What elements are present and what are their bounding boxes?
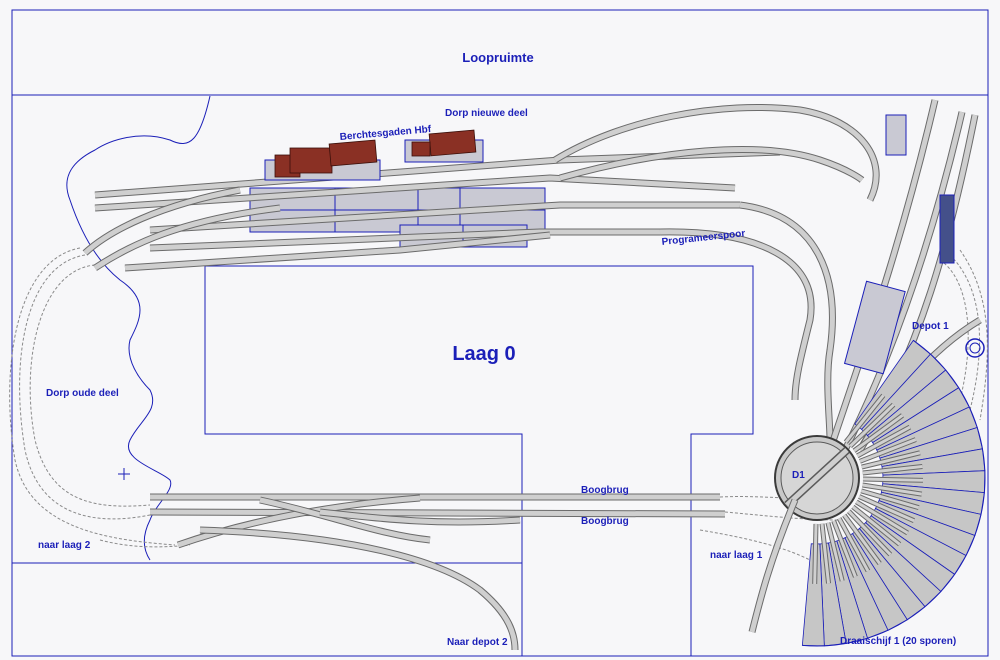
turntable-stall-track-bed bbox=[849, 403, 895, 448]
cross-marker-icon bbox=[118, 468, 130, 480]
label-naar-depot2: Naar depot 2 bbox=[447, 637, 508, 648]
turntable-stall-track-bed bbox=[837, 517, 870, 572]
label-dorp-nieuw: Dorp nieuwe deel bbox=[445, 108, 528, 119]
label-laag0: Laag 0 bbox=[452, 343, 515, 365]
turntable-stall-track-bed bbox=[862, 483, 922, 496]
label-naar-laag1: naar laag 1 bbox=[710, 550, 763, 561]
depot1-shed bbox=[939, 194, 955, 264]
room-walls bbox=[11, 9, 989, 657]
turntable-fan-outline bbox=[802, 339, 986, 647]
depot1-building bbox=[885, 114, 907, 156]
turntable-fan bbox=[801, 339, 986, 647]
turntable-stall-track-bed bbox=[858, 495, 915, 523]
turntable-stall-track-bed bbox=[855, 500, 909, 535]
label-loopruimte: Loopruimte bbox=[462, 50, 534, 65]
label-dorp-oud: Dorp oude deel bbox=[46, 388, 119, 399]
turntable-stall-track-bed bbox=[862, 477, 924, 482]
turntable-stall-track-bed bbox=[862, 464, 923, 475]
shoreline bbox=[66, 95, 211, 561]
room-outline bbox=[11, 9, 989, 657]
label-d1: D1 bbox=[792, 470, 805, 481]
turntable-stall-track-bed bbox=[826, 522, 844, 582]
label-boogbrug-top: Boogbrug bbox=[581, 485, 629, 496]
turntable-stall-track-bed bbox=[842, 514, 881, 565]
turntable-stall-track-bed bbox=[832, 520, 857, 578]
depot1-platform bbox=[843, 280, 906, 375]
boogbrug-tracks bbox=[149, 493, 726, 651]
turntable bbox=[748, 435, 860, 633]
center-opening-right bbox=[205, 265, 754, 656]
turntable-stall-track-bed bbox=[847, 510, 892, 556]
label-naar-laag2: naar laag 2 bbox=[38, 540, 91, 551]
turntable-stall-track-bed bbox=[856, 425, 911, 458]
turntable-stall-track-bed bbox=[861, 451, 921, 469]
turntable-stall-track-bed bbox=[844, 394, 885, 444]
turntable-stall-track-bed bbox=[813, 523, 818, 585]
label-boogbrug-bottom: Boogbrug bbox=[581, 516, 629, 527]
water-tower-icon bbox=[965, 338, 985, 358]
turntable-stall-track-bed bbox=[860, 489, 920, 510]
turntable-stall-track-bed bbox=[859, 438, 917, 463]
center-opening-left bbox=[204, 266, 523, 656]
turntable-stall-track-bed bbox=[820, 523, 831, 584]
label-depot1: Depot 1 bbox=[912, 321, 949, 332]
station-buildings bbox=[264, 129, 484, 181]
station-tracks bbox=[82, 103, 880, 441]
turntable-stall-track-bed bbox=[851, 505, 901, 546]
label-draaischijf: Draaischijf 1 (20 sporen) bbox=[840, 636, 956, 647]
turntable-stall-track-bed bbox=[853, 414, 904, 453]
